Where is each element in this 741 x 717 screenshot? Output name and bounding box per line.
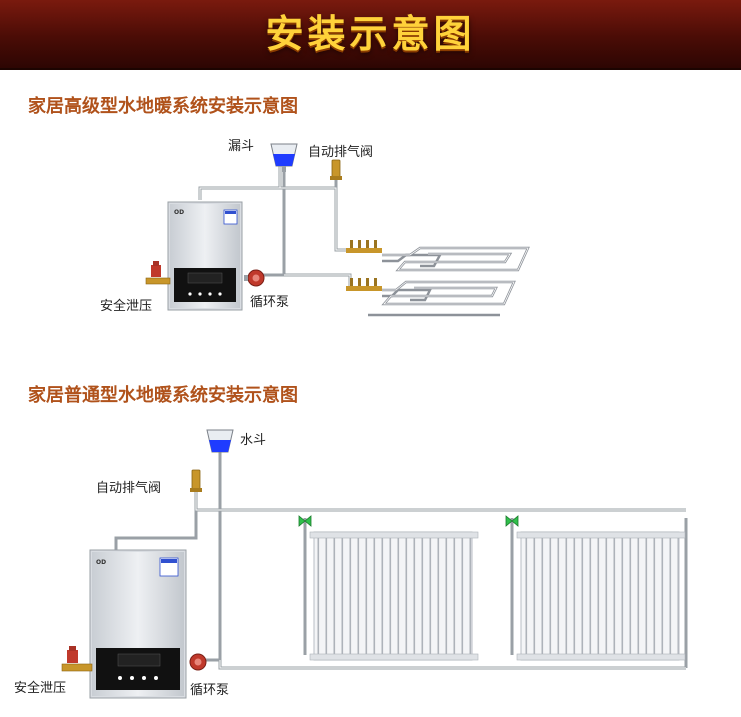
radiator-icon-1 <box>309 531 479 661</box>
air-valve-icon <box>330 159 342 180</box>
air-valve-icon-2 <box>190 469 202 492</box>
funnel-label: 漏斗 <box>228 138 254 154</box>
boiler-icon-2: OD <box>89 549 187 699</box>
funnel-icon-2 <box>206 429 234 453</box>
funnel-icon <box>270 143 298 172</box>
funnel-label-2: 水斗 <box>240 433 266 448</box>
banner-title: 安装示意图 <box>265 12 476 56</box>
floor-heating-svg: 漏斗 自动排气阀 OD <box>100 138 530 317</box>
safety-valve-icon <box>145 261 171 285</box>
section2-title: 家居普通型水地暖系统安装示意图 <box>28 385 298 406</box>
safety-valve-icon-2 <box>61 646 93 672</box>
svg-text:OD: OD <box>96 559 106 566</box>
pump-icon-2 <box>189 653 207 671</box>
manifold-icon <box>346 240 382 291</box>
radiator-valve-icon-2 <box>505 515 519 527</box>
air-valve-label-2: 自动排气阀 <box>96 480 161 496</box>
radiator-icon-2 <box>516 531 686 661</box>
svg-text:OD: OD <box>174 209 184 216</box>
pump-icon <box>244 269 265 287</box>
radiator-valve-icon-1 <box>298 515 312 527</box>
section1-title: 家居高级型水地暖系统安装示意图 <box>28 96 298 117</box>
radiator-diagram: 水斗 自动排气阀 <box>0 410 741 717</box>
air-valve-label: 自动排气阀 <box>308 144 373 160</box>
heating-coils <box>368 246 530 317</box>
system-pipes-2 <box>114 452 688 670</box>
radiator-svg: 水斗 自动排气阀 <box>14 429 688 699</box>
floor-heating-diagram: 漏斗 自动排气阀 OD <box>0 120 741 350</box>
pump-label-2: 循环泵 <box>190 683 229 698</box>
safety-valve-label-2: 安全泄压 <box>14 680 66 696</box>
pump-label: 循环泵 <box>250 295 289 310</box>
banner: 安装示意图 <box>0 0 741 70</box>
safety-valve-label: 安全泄压 <box>100 298 152 314</box>
boiler-icon: OD <box>167 201 243 311</box>
system-pipes <box>198 160 352 288</box>
